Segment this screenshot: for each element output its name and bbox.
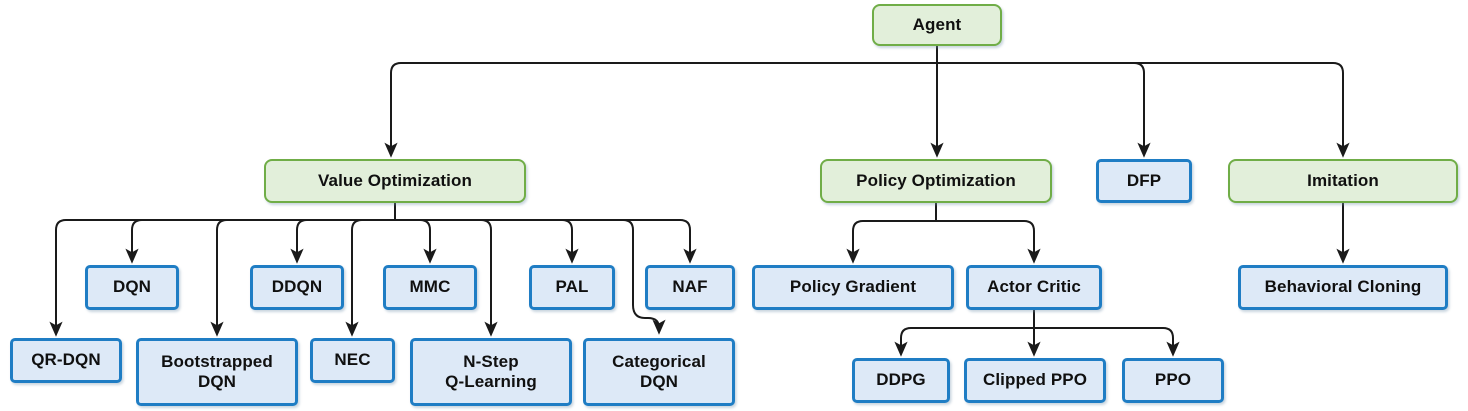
node-label: Value Optimization xyxy=(318,170,472,190)
node-label: Policy Optimization xyxy=(856,170,1016,190)
node-policy_gradient[interactable]: Policy Gradient xyxy=(752,265,954,310)
node-clipped_ppo[interactable]: Clipped PPO xyxy=(964,358,1106,403)
edge-agent-to-value_optimization xyxy=(384,62,937,158)
node-label: Policy Gradient xyxy=(789,277,917,297)
node-label: N-Step Q-Learning xyxy=(445,351,537,391)
node-actor_critic[interactable]: Actor Critic xyxy=(966,265,1102,310)
node-label: Actor Critic xyxy=(987,277,1081,297)
edge-policy_optimization-to-actor_critic xyxy=(936,220,1041,264)
node-label: NEC xyxy=(334,350,371,370)
node-label: NAF xyxy=(672,277,708,297)
node-qr_dqn[interactable]: QR-DQN xyxy=(10,338,122,383)
edge-value_optimization-to-naf xyxy=(395,219,697,264)
node-label: MMC xyxy=(409,277,451,297)
node-ddpg[interactable]: DDPG xyxy=(852,358,950,403)
node-label: PAL xyxy=(555,277,589,297)
node-pal[interactable]: PAL xyxy=(529,265,615,310)
node-mmc[interactable]: MMC xyxy=(383,265,477,310)
node-bootstrapped_dqn[interactable]: Bootstrapped DQN xyxy=(136,338,298,406)
node-nec[interactable]: NEC xyxy=(310,338,395,383)
node-label: Categorical DQN xyxy=(612,351,706,391)
edge-agent-to-imitation xyxy=(937,62,1350,158)
node-label: Bootstrapped DQN xyxy=(161,351,273,391)
node-agent[interactable]: Agent xyxy=(872,4,1002,46)
node-naf[interactable]: NAF xyxy=(645,265,735,310)
node-label: Behavioral Cloning xyxy=(1264,277,1422,297)
edge-actor_critic-to-ppo xyxy=(1034,327,1180,357)
node-imitation[interactable]: Imitation xyxy=(1228,159,1458,203)
node-value_optimization[interactable]: Value Optimization xyxy=(264,159,526,203)
node-ddqn[interactable]: DDQN xyxy=(250,265,344,310)
edge-agent-to-dfp xyxy=(937,62,1151,158)
node-dfp[interactable]: DFP xyxy=(1096,159,1192,203)
node-n_step_q_learning[interactable]: N-Step Q-Learning xyxy=(410,338,572,406)
node-label: Imitation xyxy=(1307,170,1379,190)
edge-value_optimization-to-pal xyxy=(395,219,579,264)
edge-policy_optimization-to-policy_gradient xyxy=(846,220,936,264)
node-dqn[interactable]: DQN xyxy=(85,265,179,310)
node-behavioral_cloning[interactable]: Behavioral Cloning xyxy=(1238,265,1448,310)
edge-value_optimization-to-mmc xyxy=(395,219,437,264)
node-ppo[interactable]: PPO xyxy=(1122,358,1224,403)
node-label: DQN xyxy=(112,277,152,297)
edge-actor_critic-to-ddpg xyxy=(894,327,1034,357)
edge-value_optimization-to-dqn xyxy=(125,219,395,264)
node-label: Agent xyxy=(912,14,962,34)
node-label: Clipped PPO xyxy=(982,370,1088,390)
node-policy_optimization[interactable]: Policy Optimization xyxy=(820,159,1052,203)
node-label: DFP xyxy=(1126,170,1162,190)
edge-value_optimization-to-ddqn xyxy=(290,219,395,264)
node-label: DDPG xyxy=(876,370,926,390)
node-label: QR-DQN xyxy=(31,350,101,370)
node-label: PPO xyxy=(1154,370,1192,390)
node-label: DDQN xyxy=(271,277,323,297)
node-categorical_dqn[interactable]: Categorical DQN xyxy=(583,338,735,406)
